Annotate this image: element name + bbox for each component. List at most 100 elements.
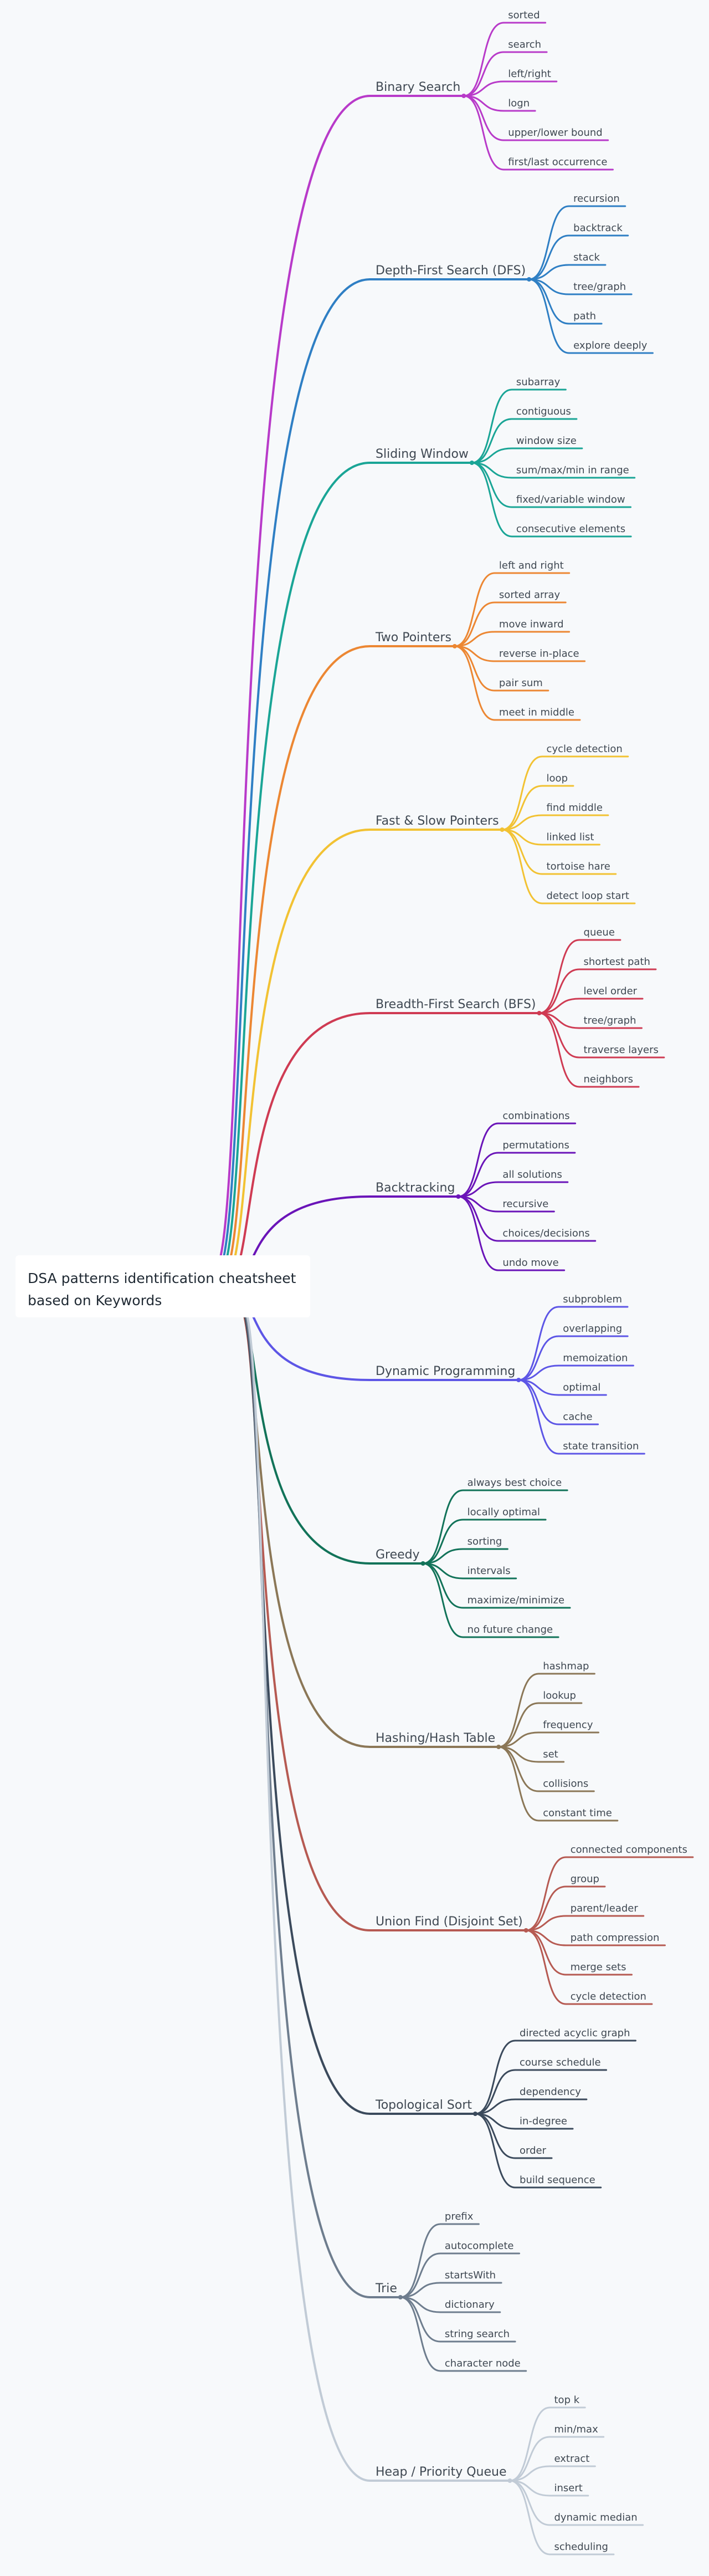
keyword-subproblem[interactable]: subproblem: [563, 1294, 622, 1305]
keyword-subarray[interactable]: subarray: [516, 376, 561, 388]
keyword-queue[interactable]: queue: [584, 927, 615, 938]
keyword-state-transition[interactable]: state transition: [563, 1440, 639, 1452]
keyword-maximize-minimize[interactable]: maximize/minimize: [467, 1594, 564, 1606]
keyword-autocomplete[interactable]: autocomplete: [445, 2240, 514, 2252]
keyword-loop[interactable]: loop: [547, 773, 568, 784]
category-sliding-window[interactable]: Sliding Window: [376, 447, 469, 461]
keyword-sum-max-min-in-range[interactable]: sum/max/min in range: [516, 464, 629, 476]
keyword-dependency[interactable]: dependency: [520, 2086, 581, 2098]
keyword-tree-graph[interactable]: tree/graph: [573, 281, 626, 293]
keyword-build-sequence[interactable]: build sequence: [520, 2174, 595, 2186]
keyword-path-compression[interactable]: path compression: [571, 1932, 660, 1944]
category-greedy[interactable]: Greedy: [376, 1548, 420, 1562]
category-backtracking[interactable]: Backtracking: [376, 1181, 455, 1195]
keyword-first-last-occurrence[interactable]: first/last occurrence: [508, 156, 607, 168]
keyword-constant-time[interactable]: constant time: [543, 1807, 612, 1819]
keyword-backtrack[interactable]: backtrack: [573, 222, 623, 234]
keyword-tree-graph[interactable]: tree/graph: [584, 1015, 636, 1026]
keyword-recursive[interactable]: recursive: [502, 1198, 548, 1210]
keyword-sorted-array[interactable]: sorted array: [499, 589, 561, 601]
keyword-stack[interactable]: stack: [573, 252, 600, 263]
keyword-window-size[interactable]: window size: [516, 435, 577, 447]
keyword-find-middle[interactable]: find middle: [547, 802, 603, 814]
keyword-contiguous[interactable]: contiguous: [516, 406, 571, 417]
keyword-connector: [538, 939, 621, 1014]
category-depth-first-search-dfs[interactable]: Depth-First Search (DFS): [376, 264, 526, 278]
keyword-course-schedule[interactable]: course schedule: [520, 2057, 601, 2068]
keyword-in-degree[interactable]: in-degree: [520, 2115, 567, 2127]
keyword-undo-move[interactable]: undo move: [502, 1257, 558, 1269]
keyword-startswith[interactable]: startsWith: [445, 2270, 496, 2281]
keyword-meet-in-middle[interactable]: meet in middle: [499, 707, 574, 718]
keyword-hashmap[interactable]: hashmap: [543, 1660, 589, 1672]
keyword-dictionary[interactable]: dictionary: [445, 2299, 495, 2311]
keyword-prefix[interactable]: prefix: [445, 2211, 474, 2222]
keyword-collisions[interactable]: collisions: [543, 1778, 588, 1790]
keyword-cycle-detection[interactable]: cycle detection: [547, 743, 623, 755]
keyword-all-solutions[interactable]: all solutions: [502, 1169, 562, 1180]
keyword-min-max[interactable]: min/max: [554, 2424, 599, 2435]
keyword-neighbors[interactable]: neighbors: [584, 1074, 634, 1085]
keyword-traverse-layers[interactable]: traverse layers: [584, 1044, 659, 1056]
category-union-find-disjoint-set[interactable]: Union Find (Disjoint Set): [376, 1915, 523, 1929]
keyword-top-k[interactable]: top k: [554, 2394, 580, 2406]
keyword-overlapping[interactable]: overlapping: [563, 1323, 622, 1335]
keyword-optimal[interactable]: optimal: [563, 1382, 600, 1393]
keyword-string-search[interactable]: string search: [445, 2328, 510, 2340]
keyword-left-and-right[interactable]: left and right: [499, 560, 564, 571]
keyword-directed-acyclic-graph[interactable]: directed acyclic graph: [520, 2027, 630, 2039]
category-hashing-hash-table[interactable]: Hashing/Hash Table: [376, 1731, 495, 1745]
keyword-lookup[interactable]: lookup: [543, 1690, 576, 1701]
category-heap-priority-queue[interactable]: Heap / Priority Queue: [376, 2465, 507, 2479]
keyword-dynamic-median[interactable]: dynamic median: [554, 2512, 638, 2523]
category-fast-slow-pointers[interactable]: Fast & Slow Pointers: [376, 814, 499, 828]
keyword-linked-list[interactable]: linked list: [547, 831, 594, 843]
keyword-move-inward[interactable]: move inward: [499, 619, 564, 630]
keyword-insert[interactable]: insert: [554, 2482, 583, 2494]
keyword-logn[interactable]: logn: [508, 98, 530, 109]
keyword-no-future-change[interactable]: no future change: [467, 1624, 553, 1635]
keyword-order[interactable]: order: [520, 2145, 547, 2156]
category-two-pointers[interactable]: Two Pointers: [375, 631, 451, 645]
keyword-connected-components[interactable]: connected components: [571, 1844, 687, 1856]
keyword-consecutive-elements[interactable]: consecutive elements: [516, 523, 625, 535]
keyword-left-right[interactable]: left/right: [508, 68, 551, 80]
keyword-sorting[interactable]: sorting: [467, 1536, 502, 1547]
keyword-reverse-in-place[interactable]: reverse in-place: [499, 648, 579, 660]
category-trie[interactable]: Trie: [375, 2282, 397, 2296]
keyword-path[interactable]: path: [573, 310, 596, 322]
keyword-cycle-detection[interactable]: cycle detection: [571, 1991, 646, 2002]
category-topological-sort[interactable]: Topological Sort: [375, 2098, 472, 2112]
keyword-frequency[interactable]: frequency: [543, 1719, 593, 1731]
keyword-detect-loop-start[interactable]: detect loop start: [547, 890, 629, 902]
keyword-upper-lower-bound[interactable]: upper/lower bound: [508, 127, 602, 139]
keyword-group[interactable]: group: [571, 1873, 599, 1885]
keyword-tortoise-hare[interactable]: tortoise hare: [547, 861, 610, 872]
keyword-search[interactable]: search: [508, 39, 541, 50]
keyword-sorted[interactable]: sorted: [508, 9, 540, 21]
keyword-extract[interactable]: extract: [554, 2453, 590, 2465]
keyword-scheduling[interactable]: scheduling: [554, 2541, 608, 2553]
keyword-level-order[interactable]: level order: [584, 985, 638, 997]
keyword-parent-leader[interactable]: parent/leader: [571, 1903, 639, 1914]
keyword-permutations[interactable]: permutations: [502, 1139, 569, 1151]
keyword-choices-decisions[interactable]: choices/decisions: [502, 1228, 589, 1239]
keyword-cache[interactable]: cache: [563, 1411, 592, 1423]
root-node[interactable]: DSA patterns identification cheatsheet b…: [16, 1255, 310, 1317]
keyword-recursion[interactable]: recursion: [573, 193, 620, 205]
keyword-always-best-choice[interactable]: always best choice: [467, 1477, 562, 1489]
category-breadth-first-search-bfs[interactable]: Breadth-First Search (BFS): [376, 998, 536, 1011]
keyword-memoization[interactable]: memoization: [563, 1352, 628, 1364]
category-binary-search[interactable]: Binary Search: [376, 80, 460, 94]
category-dynamic-programming[interactable]: Dynamic Programming: [376, 1364, 515, 1378]
keyword-character-node[interactable]: character node: [445, 2358, 521, 2369]
keyword-combinations[interactable]: combinations: [502, 1110, 569, 1122]
keyword-locally-optimal[interactable]: locally optimal: [467, 1506, 540, 1518]
keyword-explore-deeply[interactable]: explore deeply: [573, 340, 648, 351]
keyword-pair-sum[interactable]: pair sum: [499, 677, 543, 689]
keyword-set[interactable]: set: [543, 1749, 558, 1760]
keyword-fixed-variable-window[interactable]: fixed/variable window: [516, 494, 625, 505]
keyword-merge-sets[interactable]: merge sets: [571, 1961, 626, 1973]
keyword-intervals[interactable]: intervals: [467, 1565, 511, 1577]
keyword-shortest-path[interactable]: shortest path: [584, 956, 650, 968]
